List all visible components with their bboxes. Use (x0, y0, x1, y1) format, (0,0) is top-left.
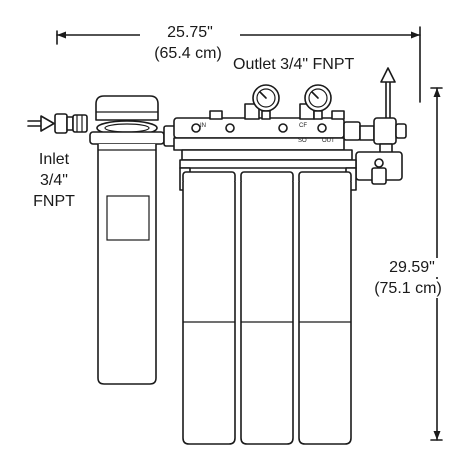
pressure-gauge-right (304, 84, 332, 120)
head-marking-in: IN (200, 123, 206, 129)
width-dimension-imperial: 25.75" (140, 23, 240, 42)
manifold-head (163, 103, 353, 161)
inlet-label-line3: FNPT (33, 193, 75, 210)
inlet-arrow (27, 115, 55, 132)
pre-filter-housing (89, 95, 165, 385)
pressure-gauge-left (252, 84, 280, 120)
head-marking-cf: CF (299, 123, 307, 129)
filter-cartridge-1 (182, 171, 236, 445)
outlet-label: Outlet 3/4" FNPT (233, 56, 355, 73)
outlet-arrow (380, 67, 396, 119)
width-dimension-metric: (65.4 cm) (154, 45, 222, 62)
filter-cartridge-3 (298, 171, 352, 445)
inlet-label-line2: 3/4" (40, 172, 68, 189)
height-dimension-imperial: 29.59" (378, 258, 446, 277)
height-dimension-metric: (75.1 cm) (366, 279, 450, 298)
head-marking-out: OUT (322, 138, 335, 144)
head-marking-so: SO (298, 138, 307, 144)
inlet-fitting (54, 113, 88, 134)
outlet-valve-assembly (343, 117, 407, 185)
inlet-label-line1: Inlet (38, 151, 70, 168)
filter-cartridge-2 (240, 171, 294, 445)
